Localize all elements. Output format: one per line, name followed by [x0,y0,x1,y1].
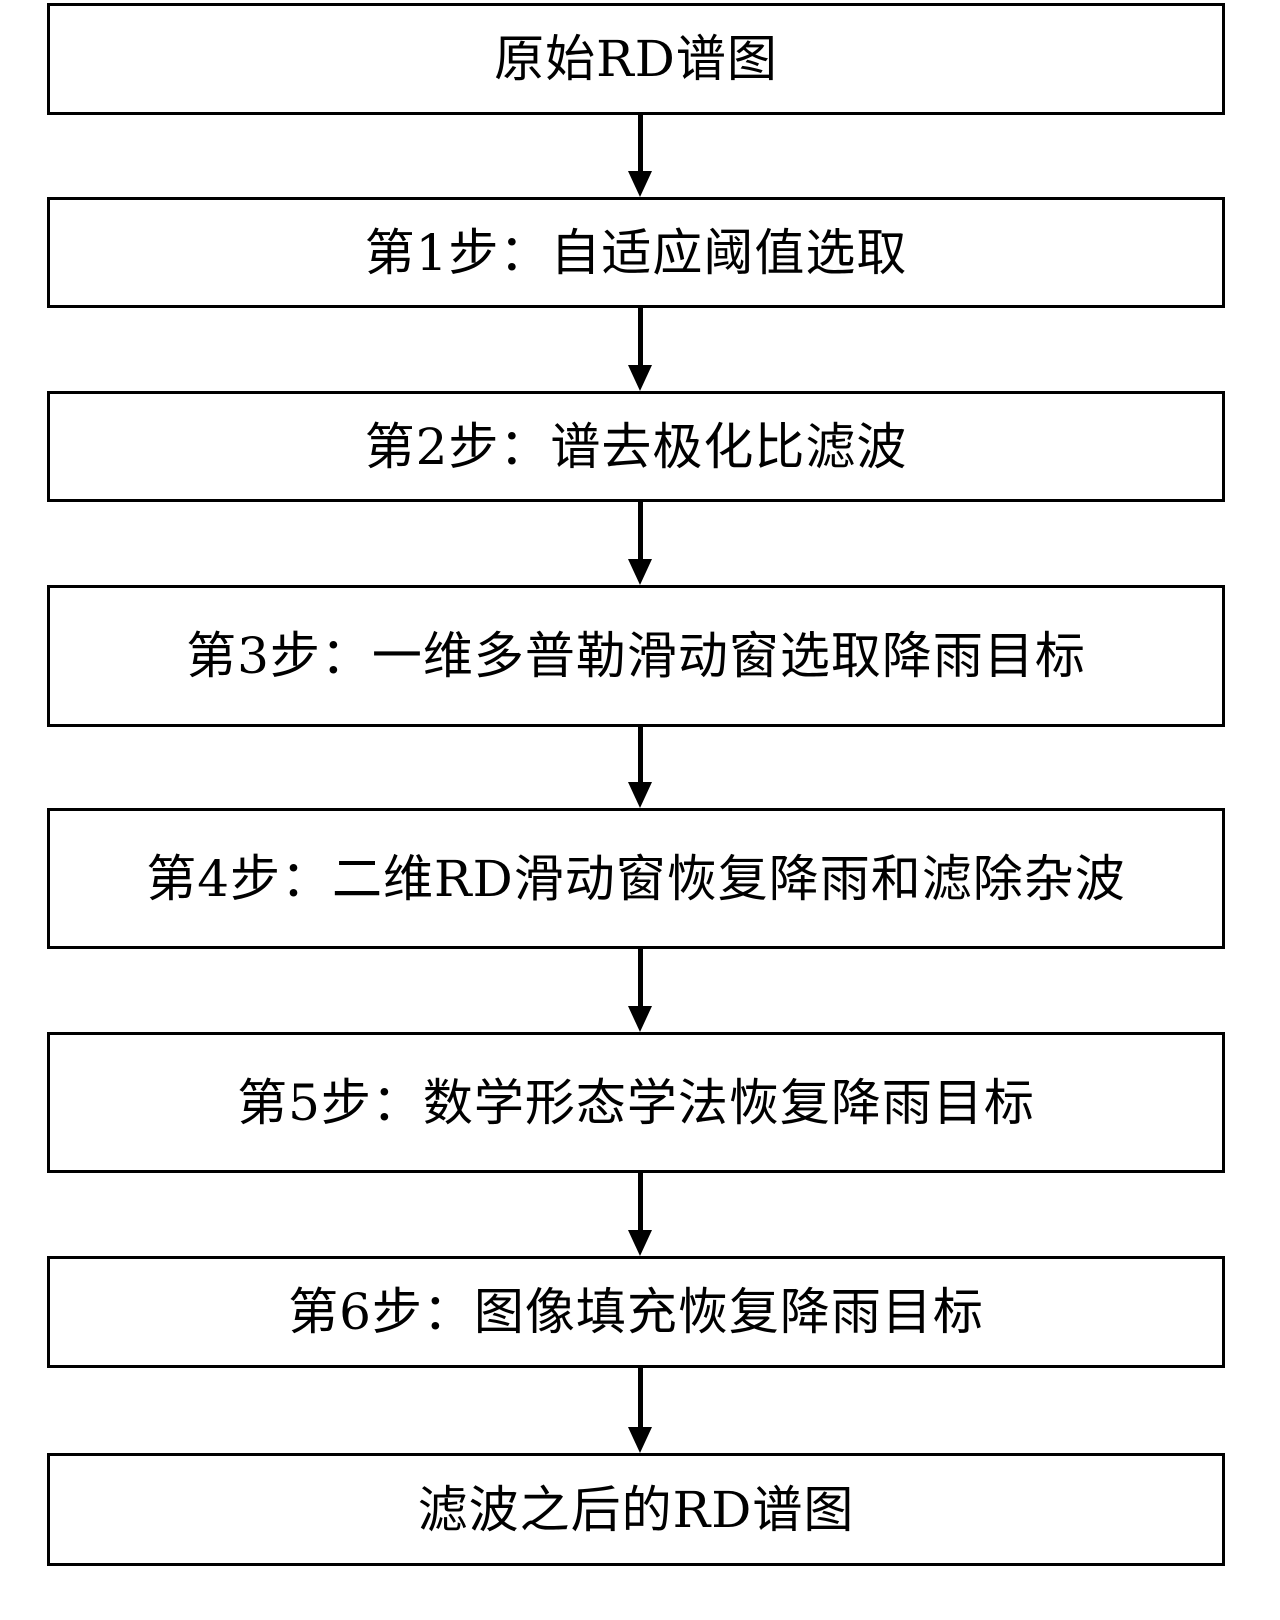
arrowhead-icon [628,171,652,197]
arrow-step5-to-step6 [628,1173,652,1256]
arrow-step1-to-step2 [628,308,652,391]
node-label: 第6步：图像填充恢复降雨目标 [288,1283,984,1341]
arrow-step6-to-end [628,1368,652,1453]
arrow-shaft [637,727,643,785]
arrowhead-icon [628,365,652,391]
node-step6-image-fill: 第6步：图像填充恢复降雨目标 [47,1256,1225,1368]
arrow-shaft [637,502,643,562]
arrow-shaft [637,1173,643,1233]
arrow-step3-to-step4 [628,727,652,808]
node-step4-2d-rd-window: 第4步：二维RD滑动窗恢复降雨和滤除杂波 [47,808,1225,949]
node-label: 第4步：二维RD滑动窗恢复降雨和滤除杂波 [146,849,1126,908]
arrow-shaft [637,1368,643,1430]
node-filtered-rd-spectrum: 滤波之后的RD谱图 [47,1453,1225,1566]
arrowhead-icon [628,782,652,808]
node-step1-adaptive-threshold: 第1步：自适应阈值选取 [47,197,1225,308]
node-label: 原始RD谱图 [494,30,778,88]
node-label: 第2步：谱去极化比滤波 [364,417,908,476]
node-step5-morphology: 第5步：数学形态学法恢复降雨目标 [47,1032,1225,1173]
arrowhead-icon [628,1006,652,1032]
arrow-step4-to-step5 [628,949,652,1032]
arrow-shaft [637,308,643,368]
arrowhead-icon [628,1230,652,1256]
node-original-rd-spectrum: 原始RD谱图 [47,3,1225,115]
node-label: 滤波之后的RD谱图 [417,1480,855,1539]
node-step3-1d-doppler-window: 第3步：一维多普勒滑动窗选取降雨目标 [47,585,1225,727]
node-label: 第5步：数学形态学法恢复降雨目标 [237,1073,1035,1132]
arrow-shaft [637,115,643,175]
arrowhead-icon [628,1427,652,1453]
node-label: 第1步：自适应阈值选取 [364,223,908,282]
arrow-shaft [637,949,643,1009]
arrow-start-to-step1 [628,115,652,197]
arrow-step2-to-step3 [628,502,652,585]
arrowhead-icon [628,559,652,585]
node-label: 第3步：一维多普勒滑动窗选取降雨目标 [186,627,1086,685]
node-step2-depolarization-filter: 第2步：谱去极化比滤波 [47,391,1225,502]
